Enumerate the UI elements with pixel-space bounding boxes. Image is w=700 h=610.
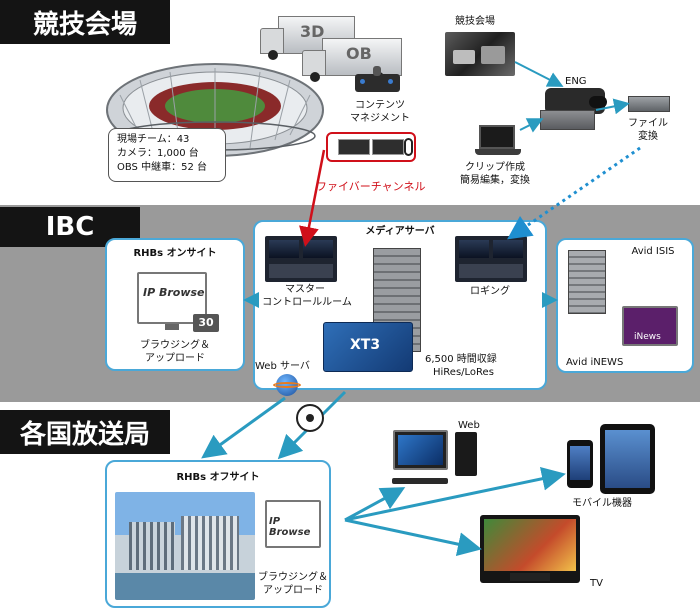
content-mgmt-label-1: コンテンツ	[355, 100, 405, 111]
clip-label-1: クリップ作成	[465, 162, 525, 173]
web-server-label: Web サーバ	[255, 361, 310, 372]
content-mgmt-label-2: マネジメント	[350, 113, 410, 124]
laptop-icon	[475, 125, 521, 157]
eng-server-rack	[540, 110, 595, 130]
media-server-title: メディアサーバ	[365, 226, 435, 237]
eng-label: ENG	[565, 76, 587, 87]
rhbs-offsite-box: RHBs オフサイト IP Browse ブラウジング＆ アップロード	[105, 460, 331, 608]
ipbrowse-monitor-offsite: IP Browse	[265, 500, 321, 548]
arrow-offsite-to-mobile	[344, 466, 566, 522]
logging-label: ロギング	[470, 286, 510, 297]
section-venue-title: 競技会場	[0, 0, 170, 44]
avid-isis-rack	[568, 250, 606, 314]
arrow-laptop-to-eng	[519, 118, 544, 133]
arrow-ibc-to-offsite-left	[201, 396, 286, 459]
tv-label: TV	[590, 578, 603, 589]
network-satellite-icon	[296, 404, 324, 432]
mobile-phone	[567, 440, 593, 488]
offsite-browse-label-1: ブラウジング＆	[258, 572, 328, 583]
xt3-device: XT3	[323, 322, 413, 372]
avid-box: Avid ISIS iNews Avid iNEWS	[556, 238, 694, 373]
master-control-image	[265, 236, 337, 282]
venue-small-photo	[445, 32, 515, 76]
onsite-browse-label-1: ブラウジング＆	[140, 340, 210, 351]
logging-image	[455, 236, 527, 282]
avid-inews-logo: iNews	[634, 332, 661, 342]
master-control-label-2: コントロールルーム	[262, 297, 352, 308]
onsite-browse-label-2: アップロード	[145, 353, 205, 364]
offsite-building-photo	[115, 492, 255, 600]
avid-inews-monitor: iNews	[622, 306, 678, 346]
eng-camera	[545, 88, 607, 114]
rhbs-offsite-title: RHBs オフサイト	[176, 472, 260, 483]
rhbs-onsite-box: RHBs オンサイト IP Browse 30 ブラウジング＆ アップロード	[105, 238, 245, 371]
stat-cameras: カメラ：1,000 台	[117, 148, 199, 159]
file-convert-label-2: 変換	[638, 131, 658, 142]
ipbrowse-badge: 30	[193, 314, 219, 332]
clip-label-2: 簡易編集，変換	[460, 175, 530, 186]
ob-truck-ob: OB	[300, 34, 402, 84]
web-label: Web	[458, 420, 480, 431]
mobile-label: モバイル機器	[572, 498, 632, 509]
web-pc-monitor	[393, 430, 448, 470]
stat-ob-trucks: OBS 中継車：52 台	[117, 162, 207, 173]
web-pc-keyboard	[392, 478, 448, 484]
tv-set	[480, 515, 580, 583]
web-pc-tower	[455, 432, 477, 476]
storage-label-1: 6,500 時間収録	[425, 354, 497, 365]
arrow-offsite-to-tv	[344, 518, 482, 556]
stat-team: 現場チーム：43	[117, 134, 190, 145]
file-convert-label-1: ファイル	[628, 118, 668, 129]
arrow-venue-to-eng	[514, 61, 564, 87]
arrow-offsite-to-web	[344, 487, 406, 522]
venue-small-label: 競技会場	[455, 16, 495, 27]
mobile-tablet	[600, 424, 655, 494]
web-server-globe-icon	[273, 374, 301, 396]
avid-isis-label: Avid ISIS	[631, 246, 675, 257]
content-mgmt-device	[326, 132, 416, 162]
rhbs-onsite-title: RHBs オンサイト	[133, 248, 217, 259]
xt3-label: XT3	[350, 337, 381, 353]
fiber-channel-label: ファイバーチャンネル	[316, 180, 426, 193]
master-control-label-1: マスター	[285, 284, 325, 295]
control-panel-device	[355, 66, 400, 96]
avid-inews-label: Avid iNEWS	[566, 357, 624, 368]
storage-label-2: HiRes/LoRes	[433, 367, 494, 378]
section-broadcasters-title: 各国放送局	[0, 410, 170, 454]
media-server-box: メディアサーバ マスター コントロールルーム ロギング XT3 6,500 時間…	[253, 220, 547, 390]
offsite-browse-label-2: アップロード	[263, 585, 323, 596]
file-convert-device	[628, 96, 670, 112]
venue-stats-box: 現場チーム：43 カメラ：1,000 台 OBS 中継車：52 台	[108, 128, 226, 182]
